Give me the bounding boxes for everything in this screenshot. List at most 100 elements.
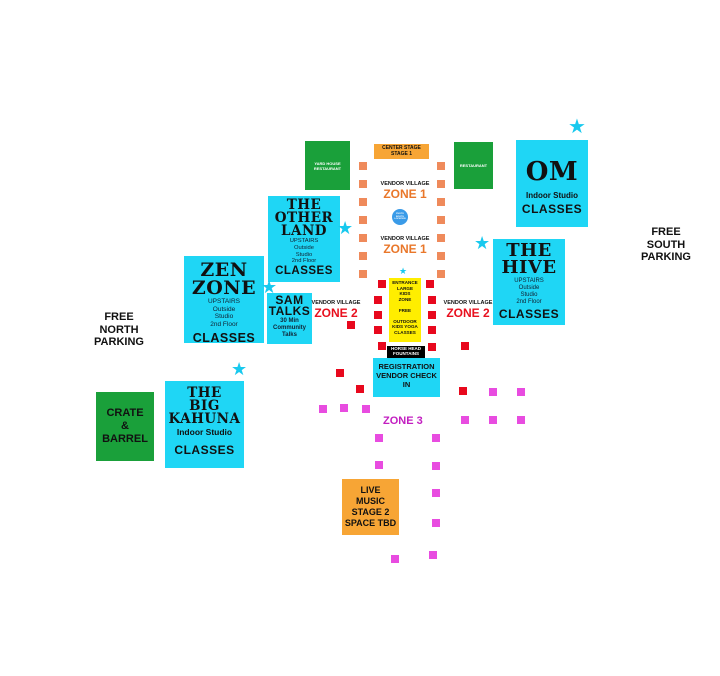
registration-block: REGISTRATION VENDOR CHECK IN (373, 358, 440, 397)
vendor-booth (432, 489, 440, 497)
restaurant-block: RESTAURANT (454, 142, 493, 189)
star-icon: ★ (399, 266, 408, 276)
kids-zone-block: ENTRANCE LARGE KIDS ZONE FREE OUTDOOR KI… (389, 278, 421, 342)
om-subtitle: Indoor Studio (526, 190, 578, 200)
zen-zone-title: ZEN ZONE (191, 259, 257, 300)
vendor-booth (437, 162, 445, 170)
the-hive-classes: CLASSES (498, 306, 560, 321)
vendor-booth (428, 343, 436, 351)
vendor-booth (374, 311, 382, 319)
horse-head-fountains-block: HORSE HEAD FOUNTAINS (387, 346, 425, 358)
star-icon: ★ (337, 218, 354, 238)
zen-zone-subtitle: UPSTAIRS Outside Studio 2nd Floor (207, 298, 241, 328)
zen-zone-classes: CLASSES (192, 330, 256, 345)
vendor-booth (517, 416, 525, 424)
live-music-label: LIVE MUSIC STAGE 2 SPACE TBD (344, 485, 397, 528)
zone1-label-2: ZONE 1 (383, 242, 427, 256)
vendor-booth (432, 462, 440, 470)
star-icon: ★ (261, 277, 278, 297)
vendor-booth (359, 198, 367, 206)
vendor-booth (429, 551, 437, 559)
vendor-booth (359, 270, 367, 278)
vendor-booth (378, 342, 386, 350)
vendor-booth (374, 326, 382, 334)
zen-zone-block: ZEN ZONE UPSTAIRS Outside Studio 2nd Flo… (184, 256, 264, 345)
vendor-village-label-2: VENDOR VILLAGE (380, 236, 430, 242)
yard-house-label: YARD HOUSE RESTAURANT (313, 160, 342, 171)
vendor-booth (437, 198, 445, 206)
star-icon: ★ (474, 233, 491, 253)
star-icon: ★ (231, 359, 248, 379)
vendor-booth (432, 519, 440, 527)
vendor-booth (359, 234, 367, 242)
vendor-booth (437, 270, 445, 278)
vendor-booth (319, 405, 327, 413)
north-parking-label: FREE NORTH PARKING (94, 311, 144, 349)
vendor-booth (428, 296, 436, 304)
vendor-booth (378, 280, 386, 288)
the-hive-block: THE HIVE UPSTAIRS Outside Studio 2nd Flo… (493, 239, 565, 325)
zone3-label: ZONE 3 (383, 415, 423, 427)
zone1-lower-label: VENDOR VILLAGE ZONE 1 (370, 236, 440, 256)
vendor-booth (336, 369, 344, 377)
vendor-booth (432, 434, 440, 442)
crate-and-barrel-block: CRATE & BARREL (96, 392, 154, 461)
vendor-booth (437, 234, 445, 242)
vendor-booth (359, 180, 367, 188)
vendor-booth (437, 252, 445, 260)
zone1-label: ZONE 1 (383, 187, 427, 201)
vendor-booth (437, 216, 445, 224)
south-parking-label: FREE SOUTH PARKING (641, 226, 691, 264)
the-hive-title: THE HIVE (501, 240, 557, 279)
om-block: OM Indoor Studio CLASSES (516, 140, 588, 227)
the-big-kahuna-subtitle: Indoor Studio (176, 427, 233, 438)
photo-booth-label: PHOTO BOOTH LOCATION (394, 213, 406, 221)
the-big-kahuna-title: THE BIG KAHUNA (168, 385, 241, 427)
vendor-booth (437, 180, 445, 188)
zone2-left-label: VENDOR VILLAGE ZONE 2 (305, 300, 367, 320)
vendor-village-label-4: VENDOR VILLAGE (443, 300, 493, 306)
the-big-kahuna-block: THE BIG KAHUNA Indoor Studio CLASSES (165, 381, 244, 468)
vendor-booth (356, 385, 364, 393)
vendor-booth (489, 416, 497, 424)
vendor-booth (347, 321, 355, 329)
star-icon: ★ (568, 116, 586, 138)
vendor-booth (362, 405, 370, 413)
the-hive-subtitle: UPSTAIRS Outside Studio 2nd Floor (514, 278, 544, 305)
center-stage-block: CENTER STAGE STAGE 1 (374, 144, 429, 159)
vendor-booth (340, 404, 348, 412)
om-title: OM (525, 157, 579, 187)
vendor-booth (461, 342, 469, 350)
vendor-booth (459, 387, 467, 395)
zone1-upper-label: VENDOR VILLAGE ZONE 1 (370, 181, 440, 201)
horse-head-fountains-label: HORSE HEAD FOUNTAINS (390, 346, 421, 356)
restaurant-label: RESTAURANT (459, 163, 488, 168)
the-other-land-classes: CLASSES (275, 265, 333, 278)
the-other-land-title: THE OTHER LAND (274, 197, 334, 239)
vendor-booth (426, 280, 434, 288)
vendor-booth (517, 388, 525, 396)
zone2-label-right: ZONE 2 (446, 306, 490, 320)
vendor-booth (375, 461, 383, 469)
the-other-land-block: THE OTHER LAND UPSTAIRS Outside Studio 2… (268, 196, 340, 282)
vendor-booth (359, 216, 367, 224)
yard-house-restaurant-block: YARD HOUSE RESTAURANT (305, 141, 350, 190)
live-music-block: LIVE MUSIC STAGE 2 SPACE TBD (342, 479, 399, 535)
vendor-booth (375, 434, 383, 442)
the-big-kahuna-classes: CLASSES (174, 443, 235, 458)
vendor-village-label-3: VENDOR VILLAGE (311, 300, 361, 306)
sam-talks-title: SAM TALKS (268, 293, 311, 319)
registration-label: REGISTRATION VENDOR CHECK IN (376, 362, 437, 389)
center-stage-label: CENTER STAGE STAGE 1 (382, 145, 421, 157)
vendor-booth (374, 296, 382, 304)
vendor-booth (489, 388, 497, 396)
crate-and-barrel-label: CRATE & BARREL (102, 406, 148, 446)
vendor-booth (461, 416, 469, 424)
photo-booth-badge: PHOTO BOOTH LOCATION (392, 209, 408, 225)
vendor-booth (359, 162, 367, 170)
vendor-booth (428, 311, 436, 319)
zone2-label-left: ZONE 2 (314, 306, 358, 320)
sam-talks-subtitle: 30 Min Community Talks (273, 317, 306, 338)
om-classes: CLASSES (521, 201, 583, 216)
